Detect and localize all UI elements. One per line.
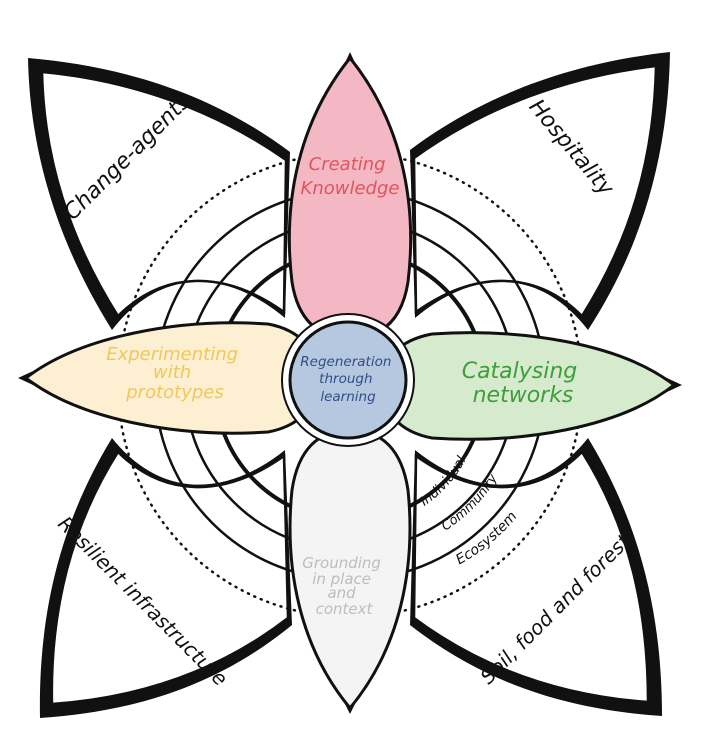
- center-hub: [281, 313, 415, 447]
- outer-petal-bottom-right: [410, 438, 662, 716]
- petal-top: [287, 52, 413, 340]
- center-label: Regeneration through learning: [300, 354, 395, 405]
- outer-petal-top-right: [410, 52, 670, 330]
- petal-right-label: Catalysing networks: [462, 359, 585, 408]
- outer-petal-top-left-shape: [40, 70, 288, 318]
- petal-bottom-label: Grounding in place and context: [302, 554, 385, 618]
- outer-petal-top-left: [28, 58, 290, 330]
- outer-petal-bottom-left-shape: [50, 450, 290, 706]
- petal-left-label: Experimenting with prototypes: [106, 344, 244, 403]
- petal-top-label: Creating Knowledge: [301, 154, 400, 199]
- outer-petal-top-right-shape: [412, 64, 658, 318]
- outer-petal-bottom-right-shape: [412, 450, 650, 704]
- center-hub-circle: [288, 320, 408, 440]
- outer-petal-bottom-left: [39, 438, 293, 718]
